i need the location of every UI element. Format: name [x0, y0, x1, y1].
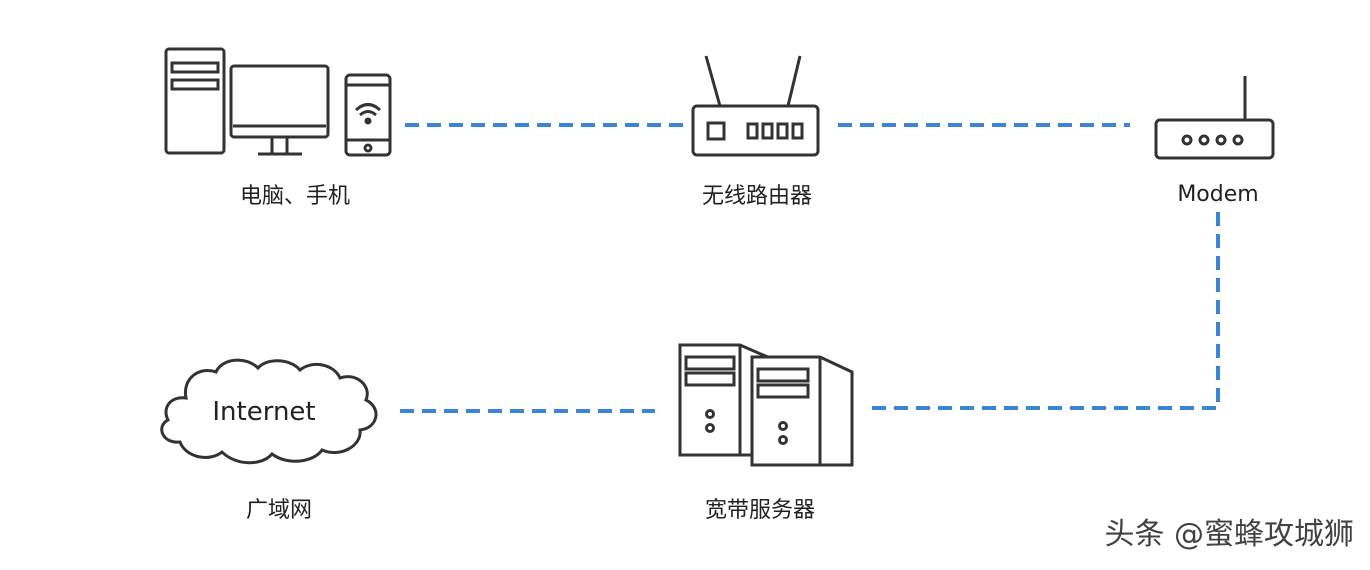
server-label: 宽带服务器 [704, 498, 816, 523]
connections [400, 123, 1220, 413]
router-label: 无线路由器 [701, 184, 813, 209]
link-modem-server [865, 212, 1220, 410]
computer-phone-icon [164, 47, 392, 157]
internet-label: 广域网 [245, 498, 313, 523]
modem-icon [1154, 76, 1275, 160]
wireless-router-icon [691, 55, 820, 157]
watermark: 头条 @蜜蜂攻城狮 [1104, 517, 1354, 552]
server-icon [678, 343, 854, 467]
cloud-icon: Internet [160, 358, 378, 465]
computers-label: 电脑、手机 [239, 184, 351, 209]
modem-label: Modem [1177, 182, 1259, 207]
cloud-text: Internet [212, 397, 315, 427]
